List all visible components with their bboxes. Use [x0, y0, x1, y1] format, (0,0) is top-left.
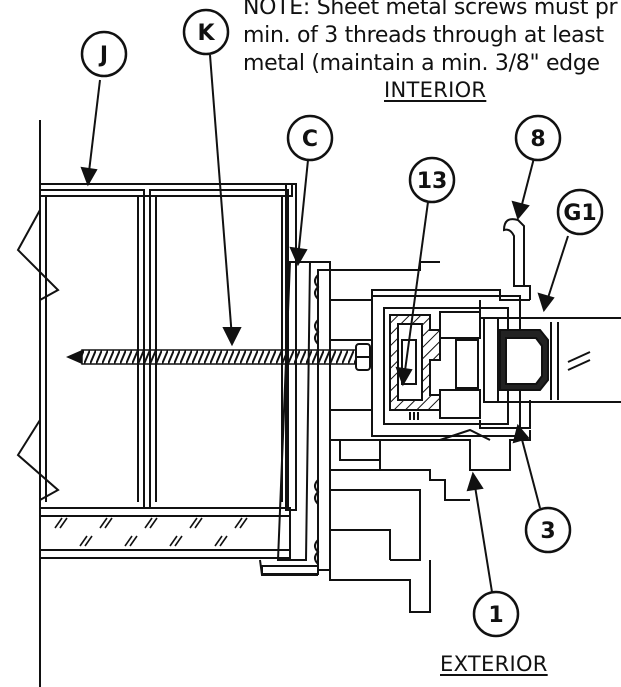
callout-circle-K: [182, 8, 230, 56]
callout-circle-13: [408, 156, 456, 204]
callout-labels: J K C 8 13 G1 3 1: [98, 21, 597, 628]
callout-circle-1: [472, 590, 520, 638]
sill-band: [39, 507, 291, 559]
exterior-label: EXTERIOR: [440, 652, 548, 676]
wall-substrate: [16, 120, 60, 687]
callout-K: K: [197, 21, 215, 46]
callout-circle-G1: [556, 188, 604, 236]
installation-note: NOTE: Sheet metal screws must pr min. of…: [243, 0, 621, 78]
interior-label: INTERIOR: [384, 78, 487, 102]
callout-circle-C: [286, 114, 334, 162]
note-line-1: NOTE: Sheet metal screws must pr: [243, 0, 618, 20]
callout-1: 1: [488, 603, 503, 628]
anchor-screw: [66, 343, 371, 371]
callout-13: 13: [417, 169, 448, 194]
insulated-glass-unit: [483, 317, 621, 403]
callout-8: 8: [530, 127, 545, 152]
leader-lines: [80, 54, 569, 593]
note-line-3: metal (maintain a min. 3/8" edge: [243, 51, 600, 76]
callout-circle-J: [80, 30, 128, 78]
note-line-2: min. of 3 threads through at least: [243, 23, 604, 48]
perimeter-shim: [276, 261, 312, 561]
callout-bubbles: [80, 8, 604, 638]
callout-J: J: [98, 43, 108, 68]
callout-C: C: [302, 127, 318, 152]
callout-circle-8: [514, 114, 562, 162]
frame-clips: [314, 274, 320, 565]
glazing-bead: [502, 218, 531, 300]
callout-G1: G1: [563, 201, 596, 226]
metal-studs: [39, 183, 297, 511]
window-frame-profile: [259, 261, 531, 613]
sill-hatch-marks: [54, 517, 248, 547]
callout-3: 3: [540, 519, 555, 544]
callout-circle-3: [524, 506, 572, 554]
